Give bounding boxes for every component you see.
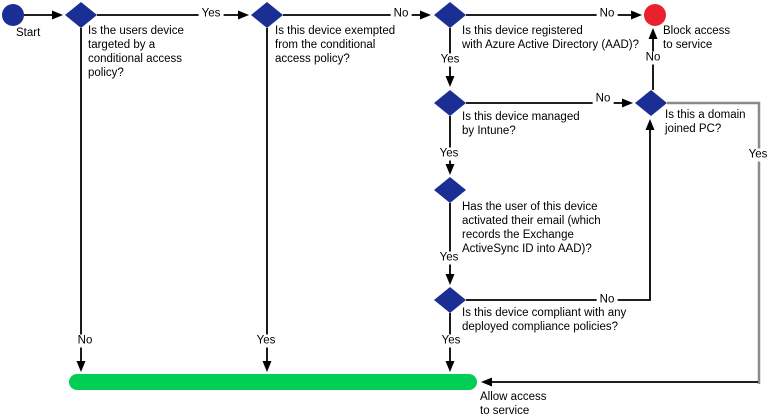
- edge-label-managed-yes: Yes: [436, 147, 462, 161]
- node-label-block: Block access to service: [663, 25, 731, 51]
- decision-compliant: [434, 287, 466, 313]
- edge-label-compliant-yes: Yes: [438, 334, 464, 348]
- allow-node: [69, 374, 477, 390]
- arrowhead-alt-into-allow: [481, 377, 492, 387]
- edge-label-registered-yes: Yes: [437, 53, 463, 67]
- node-label-allow: Allow access to service: [480, 391, 547, 416]
- edge-label-compliant-no: No: [596, 293, 618, 307]
- arrowhead-targeted-into-allow: [76, 361, 86, 372]
- arrowhead-into-managed: [445, 76, 455, 87]
- connector-domain-joined-yes-to-allow: [667, 101, 761, 384]
- arrowhead-into-targeted: [52, 10, 63, 20]
- edge-label-domain-joined-no: No: [642, 51, 664, 65]
- node-label-email-activated: Has the user of this device activated th…: [462, 201, 601, 255]
- edge-label-email-activated-yes: Yes: [436, 251, 462, 265]
- start-label: Start: [16, 27, 41, 39]
- connector-compliant-no-to-domain-joined: [466, 130, 651, 301]
- arrowheads: [52, 10, 658, 387]
- arrowhead-compliant-into-allow: [445, 361, 455, 372]
- node-label-managed: Is this device managed by Intune?: [462, 111, 580, 137]
- decision-managed: [434, 90, 466, 116]
- arrowhead-compliant-no-into-domain: [645, 119, 655, 130]
- node-label-targeted: Is the users device targeted by a condit…: [88, 25, 184, 79]
- block-node: [644, 4, 666, 26]
- node-label-compliant: Is this device compliant with any deploy…: [462, 307, 627, 333]
- node-label-registered: Is this device registered with Azure Act…: [462, 25, 640, 51]
- edge-label-exempted-no: No: [390, 7, 412, 21]
- decision-registered: [434, 2, 466, 28]
- arrowhead-into-compliant: [445, 274, 455, 285]
- decision-exempted: [251, 2, 283, 28]
- edge-label-targeted-no: No: [74, 334, 96, 348]
- arrowhead-into-exempted: [238, 10, 249, 20]
- arrowhead-into-registered: [420, 10, 431, 20]
- start-node: [2, 4, 24, 26]
- node-label-domain-joined: Is this a domain joined PC?: [665, 109, 746, 135]
- edge-label-exempted-yes: Yes: [253, 334, 279, 348]
- edge-label-targeted-yes: Yes: [198, 7, 224, 21]
- arrowhead-into-domain-joined: [622, 98, 633, 108]
- arrowhead-into-email: [445, 164, 455, 175]
- arrowhead-domain-into-block: [648, 28, 658, 39]
- edge-label-domain-joined-yes: Yes: [745, 148, 771, 162]
- node-label-exempted: Is this device exempted from the conditi…: [275, 25, 396, 65]
- connectors: [24, 14, 758, 383]
- decision-email-activated: [434, 177, 466, 203]
- arrowhead-exempted-into-allow: [262, 361, 272, 372]
- decision-domain-joined: [635, 90, 667, 116]
- arrowhead-into-block: [631, 10, 642, 20]
- edge-label-registered-no: No: [596, 7, 618, 21]
- edge-label-managed-no: No: [592, 92, 614, 106]
- decision-targeted: [65, 2, 97, 28]
